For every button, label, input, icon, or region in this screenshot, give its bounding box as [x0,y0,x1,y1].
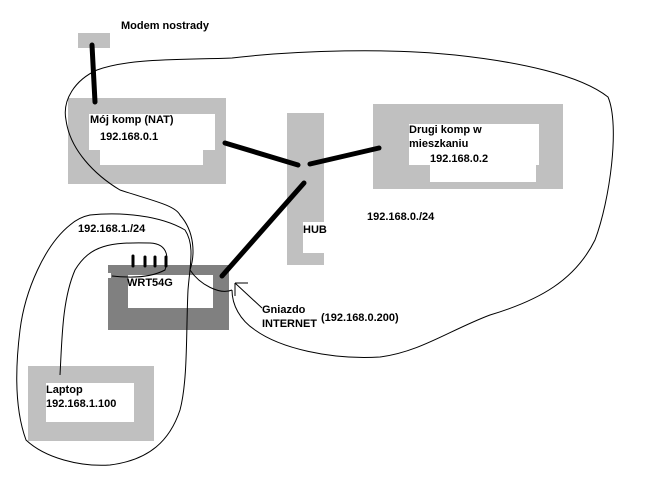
my-pc-label: Mój komp (NAT) [90,114,174,126]
laptop-ip: 192.168.1.100 [46,398,117,410]
second-pc-label-2: mieszkaniu [409,138,469,150]
second-pc-screen-lower [430,165,536,182]
second-pc-label-1: Drugi komp w [409,124,482,136]
my-pc-screen-lower [100,150,203,165]
socket-ip: (192.168.0.200) [321,312,399,324]
router-port-notch [108,273,111,278]
laptop-screen [46,383,134,422]
router-antennas-icon [131,254,168,268]
cable-hub-router [219,180,307,279]
router-label: WRT54G [127,277,173,289]
cable-mypc-hub [222,140,301,168]
lan1-boundary [16,213,192,466]
hub-label: HUB [303,224,327,236]
my-pc-ip: 192.168.0.1 [100,131,159,143]
lan1-label: 192.168.1./24 [78,223,146,235]
arrow-icon [234,282,263,309]
cable-hub-secondpc [307,145,382,167]
second-pc-ip: 192.168.0.2 [430,153,489,165]
hub-label-area [303,222,324,253]
lan0-label: 192.168.0./24 [367,211,435,223]
second-pc-screen [409,124,539,165]
socket-label-2: INTERNET [262,318,317,330]
modem-label: Modem nostrady [121,20,210,32]
laptop-label: Laptop [46,384,83,396]
laptop-router-cable [59,242,168,376]
cable-modem-mypc [89,42,98,105]
modem-box [78,33,110,48]
my-pc-screen [89,114,215,150]
cables [89,42,382,279]
socket-label-1: Gniazdo [262,304,306,316]
